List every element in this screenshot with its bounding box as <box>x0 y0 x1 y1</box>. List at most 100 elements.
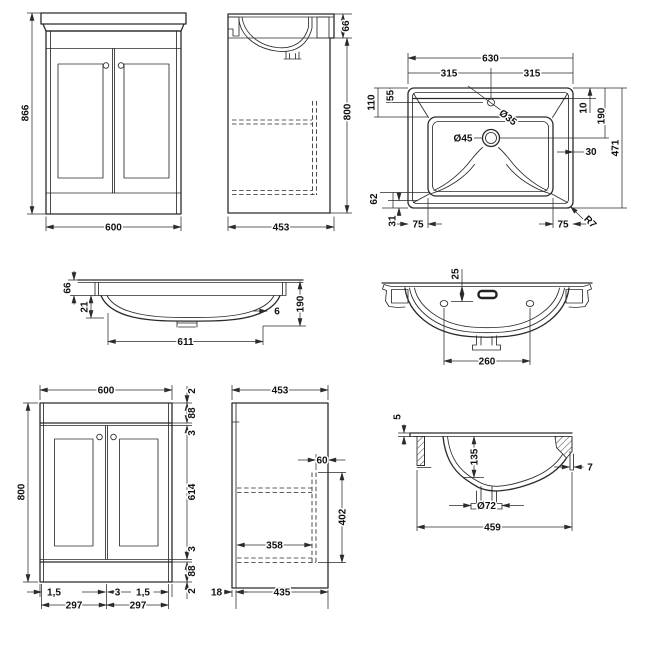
basin-waste-profile <box>283 51 302 60</box>
bowl-front-inner <box>496 454 563 487</box>
dim-half-right: 315 <box>524 69 541 80</box>
view-cabinet-front: 600 800 2 88 3 614 3 88 2 1,5 3 1,5 297 … <box>15 384 200 613</box>
view-vanity-front: 866 600 <box>19 12 187 235</box>
bowl-contours <box>431 147 550 194</box>
dim-rim-side: 30 <box>585 147 597 158</box>
dim-base-depth: 435 <box>274 588 291 599</box>
door-panel-left <box>54 438 94 547</box>
waste-boss <box>472 335 501 351</box>
dim-deck-depth: 110 <box>367 94 378 111</box>
dim-overflow-drop: 25 <box>451 268 462 280</box>
rim-section-right <box>568 284 592 308</box>
cabinet-outline <box>39 402 173 583</box>
countertop-bevel <box>42 23 185 32</box>
rim-core-left <box>391 289 409 304</box>
dim-gap-right: 1,5 <box>136 588 150 599</box>
dim-depth: 453 <box>273 223 290 234</box>
dim-basin-height: 66 <box>341 20 352 32</box>
dim-inner-depth: 358 <box>266 541 283 552</box>
cabinet-side-lines <box>43 402 169 583</box>
dim-overall-height: 866 <box>21 104 32 121</box>
dim-lip: 5 <box>393 414 404 420</box>
basin-rim-inner <box>412 92 569 204</box>
rail-lines <box>39 422 173 563</box>
fixing-hole-right <box>525 300 535 307</box>
hidden-shelf-lines <box>237 472 317 563</box>
side-outline <box>227 13 335 214</box>
dim-corner-right: 75 <box>557 220 569 231</box>
back-panel-line <box>231 402 240 589</box>
dim-stack-5: 88 <box>187 565 198 577</box>
door-knob-left <box>96 433 103 441</box>
dim-overall-width: 600 <box>105 223 122 234</box>
back-wall-hatched <box>416 436 425 466</box>
extension-lines <box>231 385 346 609</box>
dim-corner-left: 75 <box>412 220 424 231</box>
door-knob-right <box>117 62 125 69</box>
basin-section-side-dimensions: 5 135 7 Ø72 459 <box>391 412 595 535</box>
dim-front-inner: 31 <box>388 215 399 227</box>
radius-leader <box>570 206 585 221</box>
extension-lines <box>374 53 627 228</box>
dim-stack-6: 2 <box>187 588 198 594</box>
view-basin-section-side: 5 135 7 Ø72 459 <box>391 412 595 535</box>
dim-door-right: 297 <box>130 601 147 612</box>
dim-waste-center: 190 <box>597 107 608 124</box>
dim-gap-mid: 3 <box>115 588 121 599</box>
dim-stack-0: 2 <box>187 388 198 394</box>
rim-core-right <box>565 289 583 304</box>
dim-width: 611 <box>177 337 194 348</box>
basin-rim-faces <box>94 282 287 296</box>
door-panel-left <box>57 63 104 179</box>
bowl-underside-inner <box>106 295 275 318</box>
view-cabinet-side: 453 60 402 358 18 435 <box>209 384 350 609</box>
dim-bowl-depth: 135 <box>470 448 481 465</box>
door-knob-left <box>102 62 110 69</box>
view-basin-section-front: 25 260 <box>381 267 593 369</box>
dim-edge: 6 <box>274 307 280 318</box>
back-wall-lines <box>416 436 432 468</box>
view-basin-plan: 630 315 315 110 55 Ø35 Ø45 62 31 75 75 R… <box>365 53 627 232</box>
dim-stack-4: 3 <box>187 546 198 552</box>
basin-back-ledge-section <box>227 16 240 37</box>
dim-hole-spacing: 260 <box>479 357 496 368</box>
dim-stack-1: 88 <box>187 407 198 419</box>
dim-gap-left: 1,5 <box>47 588 61 599</box>
cabinet-side-outline <box>231 402 329 589</box>
dim-waste-dia: Ø72 <box>477 501 496 512</box>
vanity-front-dimensions: 866 600 <box>19 12 182 235</box>
dim-basin-width: 630 <box>482 54 499 65</box>
dim-rim-height: 66 <box>63 282 74 294</box>
extension-lines <box>68 279 306 345</box>
dim-depth: 453 <box>272 386 289 397</box>
basin-top-line <box>227 16 335 39</box>
view-basin-front: 66 21 6 190 611 <box>61 271 308 350</box>
dim-stack-3: 614 <box>187 483 198 500</box>
dim-width: 600 <box>98 386 115 397</box>
corner-diagonals <box>413 93 568 203</box>
bowl-shell-inner <box>414 287 560 329</box>
overflow-slot <box>477 289 498 300</box>
dim-half-left: 315 <box>441 69 458 80</box>
dim-wall: 7 <box>587 463 593 474</box>
fixing-hole-left <box>439 300 449 307</box>
door-knob-right <box>110 433 117 441</box>
bowl-front-shell <box>496 457 568 492</box>
bowl-back-inner <box>447 436 498 487</box>
front-wall-lines <box>569 436 574 471</box>
view-vanity-side: 66 800 453 <box>227 13 355 235</box>
rail-inner-lines <box>39 425 173 560</box>
bowl-outer <box>427 116 554 197</box>
waste-hole-inner <box>485 132 497 144</box>
cabinet-body <box>45 30 182 215</box>
dim-corner-radius: R7 <box>581 214 598 231</box>
dim-basin-depth: 471 <box>611 139 622 156</box>
basin-section-front-dimensions: 25 260 <box>443 267 531 369</box>
cabinet-face-lines <box>45 30 182 215</box>
dim-back-panel: 18 <box>211 588 223 599</box>
dim-door-left: 297 <box>66 601 83 612</box>
dim-tap-center: 55 <box>386 90 397 102</box>
rim-section-left <box>382 284 406 308</box>
door-divider <box>112 48 115 194</box>
